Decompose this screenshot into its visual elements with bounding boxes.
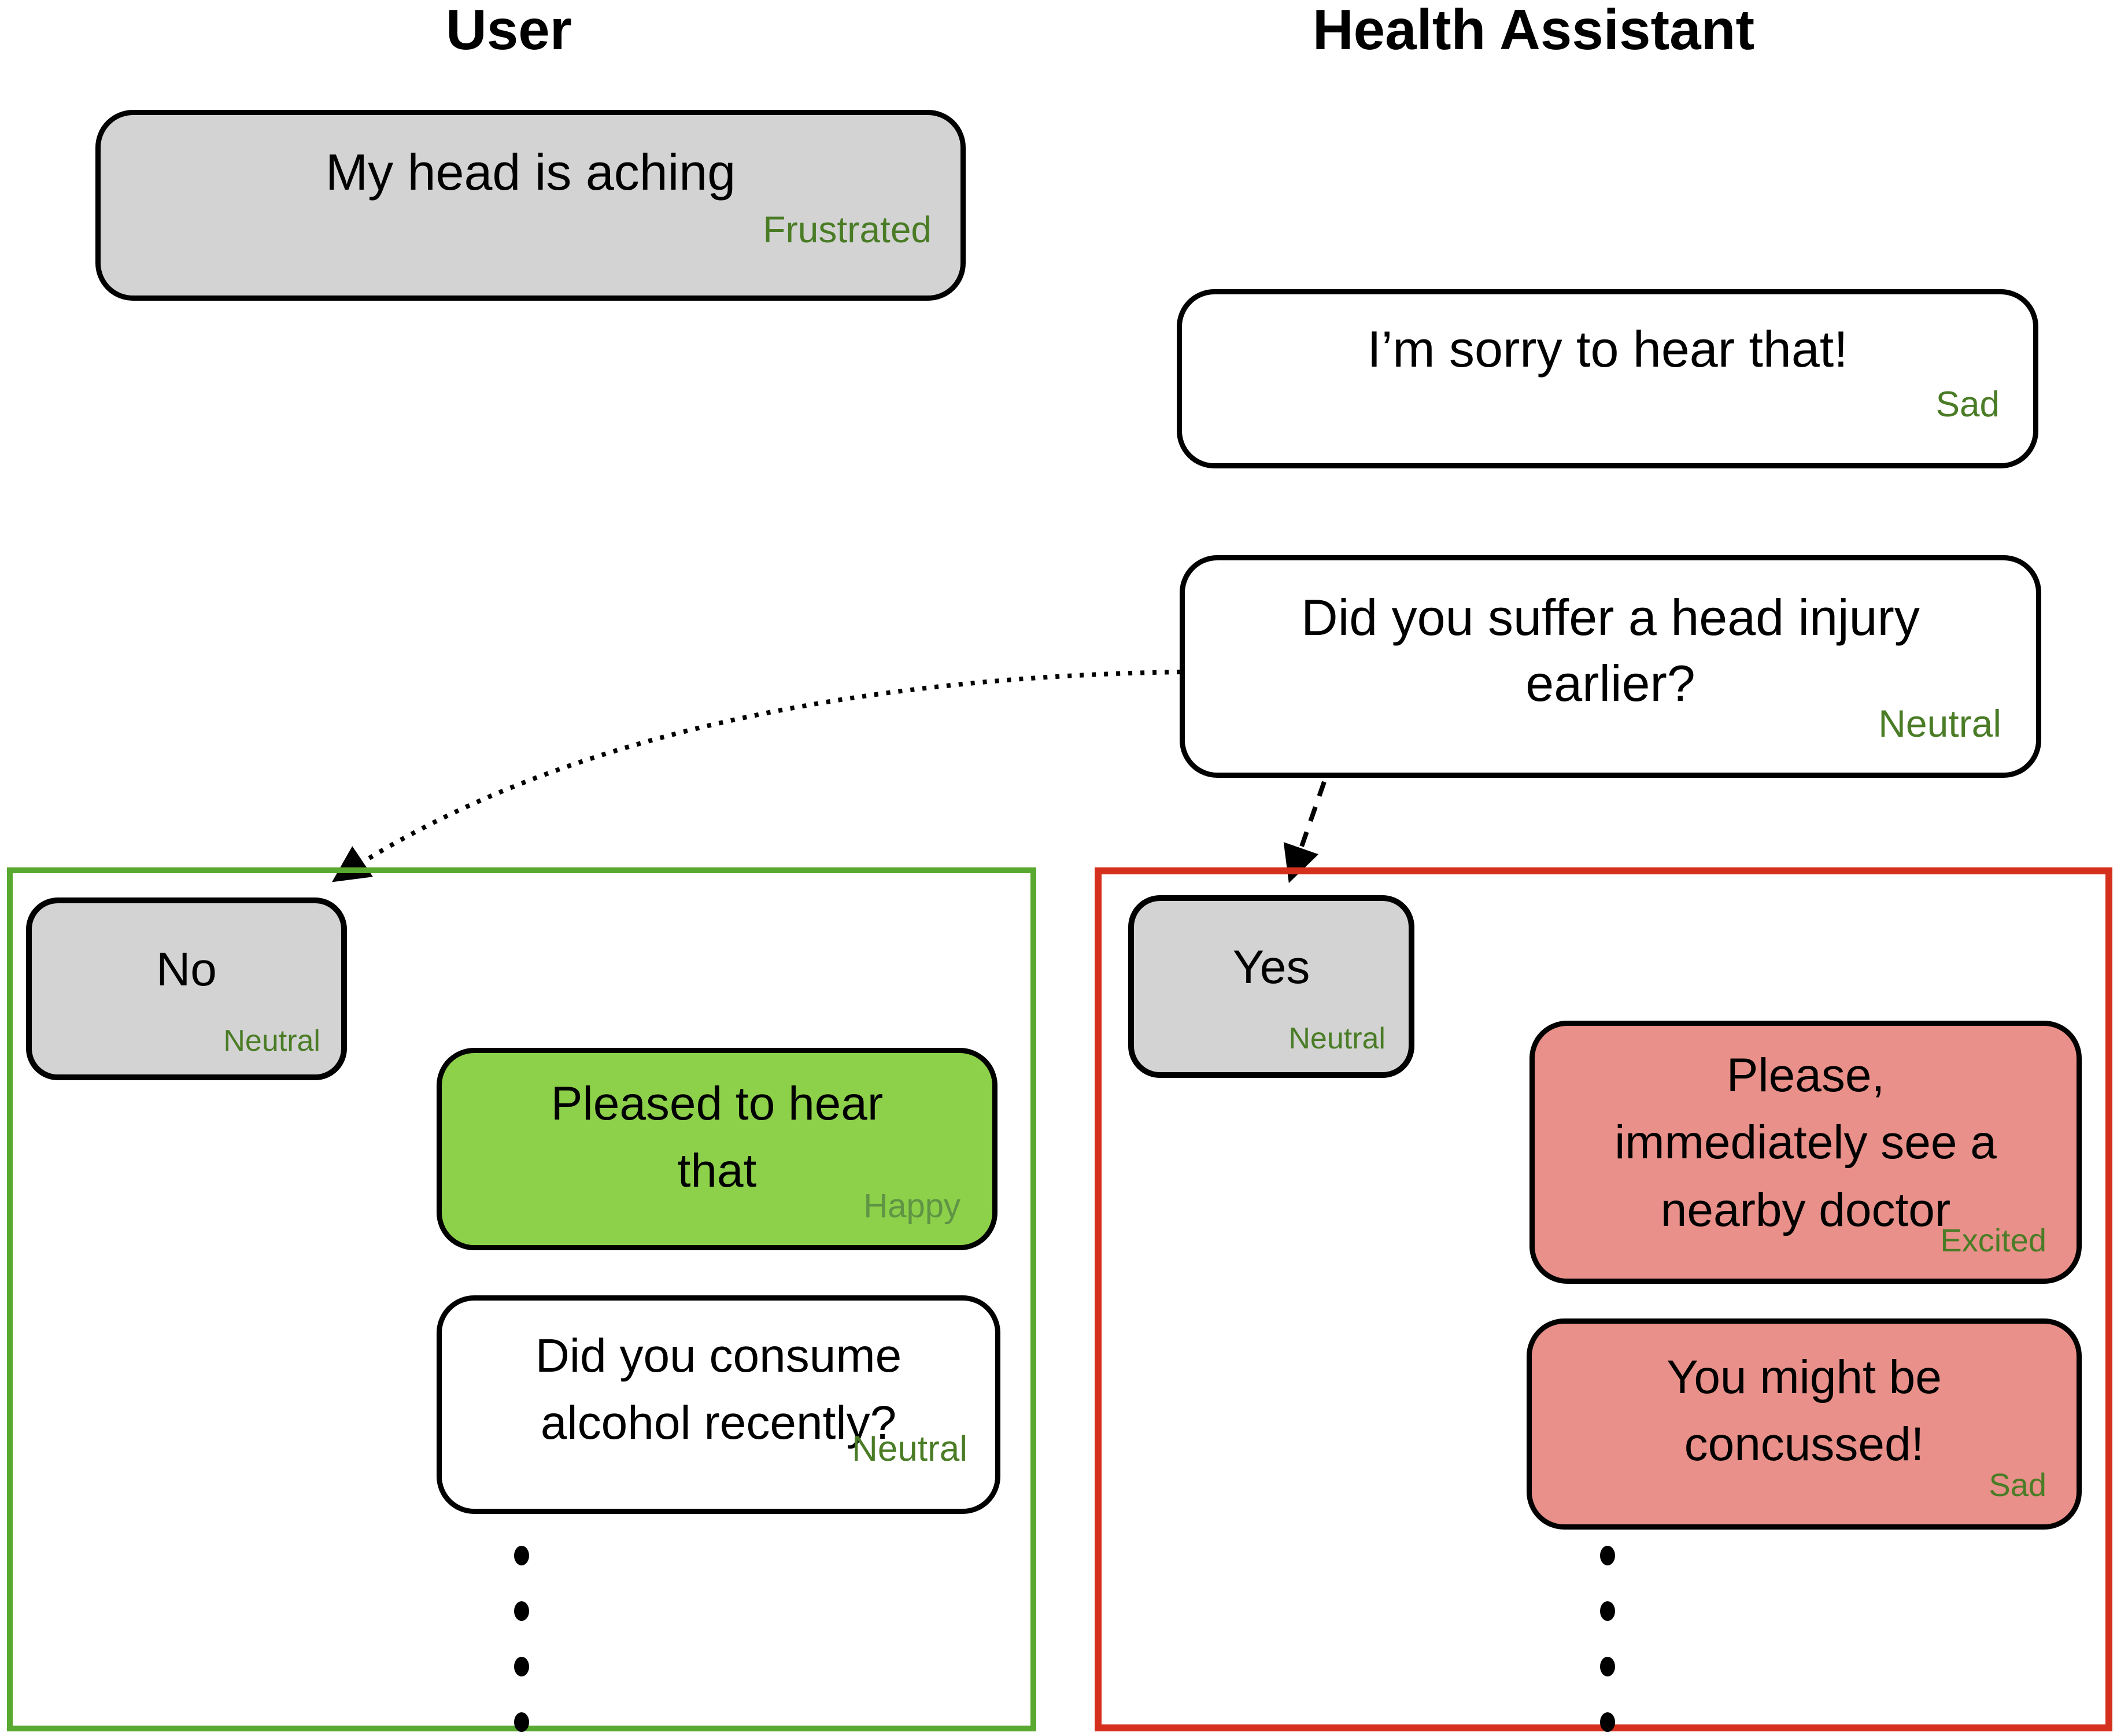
assistant-message-bubble: I’m sorry to hear that! Sad bbox=[1177, 289, 2038, 468]
user-answer-no-bubble: No Neutral bbox=[26, 897, 347, 1080]
ellipsis-dot bbox=[1600, 1601, 1615, 1621]
message-text: Yes bbox=[1232, 941, 1310, 993]
emotion-label: Neutral bbox=[852, 1429, 967, 1469]
ellipsis-dot bbox=[514, 1712, 529, 1732]
dotted-arrow-to-no-branch bbox=[332, 670, 1181, 882]
ellipsis-dot bbox=[1600, 1712, 1615, 1732]
emotion-label: Neutral bbox=[223, 1024, 320, 1058]
ellipsis-dot bbox=[514, 1657, 529, 1676]
emotion-label: Sad bbox=[1935, 385, 2000, 424]
assistant-followup-question-bubble: Did you consume alcohol recently? Neutra… bbox=[437, 1295, 1000, 1514]
message-text: Did you consume alcohol recently? bbox=[535, 1329, 902, 1450]
emotion-label: Happy bbox=[863, 1187, 960, 1225]
emotion-label: Excited bbox=[1940, 1222, 2046, 1258]
assistant-question-bubble: Did you suffer a head injury earlier? Ne… bbox=[1180, 555, 2041, 778]
assistant-column-title: Health Assistant bbox=[1312, 0, 1755, 61]
dashed-arrow-to-yes-branch bbox=[1283, 781, 1327, 884]
message-text: I’m sorry to hear that! bbox=[1367, 320, 1848, 378]
ellipsis-dot bbox=[514, 1546, 529, 1565]
message-text: My head is aching bbox=[325, 143, 736, 201]
ellipsis-dot bbox=[1600, 1657, 1615, 1676]
message-text: Please, immediately see a nearby doctor bbox=[1614, 1049, 1997, 1236]
user-column-title: User bbox=[446, 0, 572, 61]
message-text: Pleased to hear that bbox=[551, 1077, 884, 1198]
ellipsis-dot bbox=[514, 1601, 529, 1621]
emotion-label: Sad bbox=[1989, 1467, 2046, 1503]
ellipsis-continuation-yes-branch bbox=[1600, 1546, 1615, 1732]
message-text: Did you suffer a head injury earlier? bbox=[1301, 589, 1920, 712]
emotion-label: Neutral bbox=[1878, 702, 2001, 745]
emotion-label: Frustrated bbox=[763, 209, 932, 250]
ellipsis-dot bbox=[1600, 1546, 1615, 1565]
assistant-warning-bubble: You might be concussed! Sad bbox=[1527, 1318, 2082, 1530]
ellipsis-continuation-no-branch bbox=[514, 1546, 529, 1732]
assistant-urgent-advice-bubble: Please, immediately see a nearby doctor … bbox=[1529, 1021, 2082, 1284]
user-message-bubble: My head is aching Frustrated bbox=[95, 110, 966, 301]
message-text: You might be concussed! bbox=[1667, 1351, 1942, 1471]
user-answer-yes-bubble: Yes Neutral bbox=[1128, 895, 1414, 1078]
assistant-positive-reply-bubble: Pleased to hear that Happy bbox=[437, 1048, 997, 1250]
emotion-label: Neutral bbox=[1288, 1022, 1386, 1055]
message-text: No bbox=[156, 943, 217, 996]
